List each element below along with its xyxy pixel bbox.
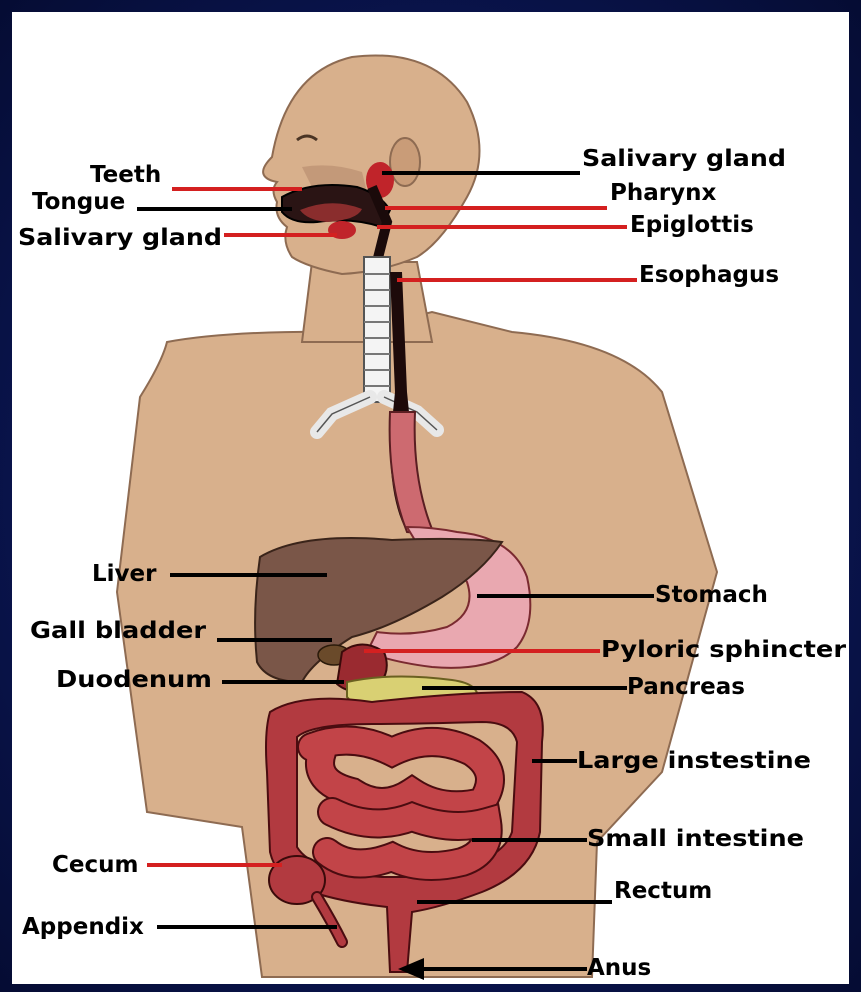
label-anus: Anus (587, 955, 651, 981)
label-liver: Liver (92, 561, 157, 587)
digestive-system-diagram: Teeth Tongue Salivary gland Salivary gla… (12, 12, 849, 984)
label-appendix: Appendix (22, 914, 144, 940)
label-esophagus: Esophagus (639, 262, 779, 288)
label-pyloric-sphincter: Pyloric sphincter (601, 637, 847, 663)
head (263, 55, 479, 274)
label-gall-bladder: Gall bladder (30, 618, 207, 644)
label-teeth: Teeth (90, 162, 161, 188)
label-cecum: Cecum (52, 852, 138, 878)
label-salivary-gland-left: Salivary gland (18, 225, 222, 251)
label-stomach: Stomach (655, 582, 768, 608)
label-epiglottis: Epiglottis (630, 212, 754, 238)
label-rectum: Rectum (614, 878, 712, 904)
label-pancreas: Pancreas (627, 674, 745, 700)
diagram-panel: Teeth Tongue Salivary gland Salivary gla… (12, 12, 849, 984)
ear (390, 138, 420, 186)
label-salivary-gland-right: Salivary gland (582, 146, 786, 172)
label-small-intestine: Small intestine (587, 826, 804, 852)
label-tongue: Tongue (32, 189, 125, 215)
label-pharynx: Pharynx (610, 180, 716, 206)
trachea-tube (364, 257, 390, 402)
label-duodenum: Duodenum (56, 667, 212, 693)
label-large-intestine: Large instestine (577, 748, 811, 774)
